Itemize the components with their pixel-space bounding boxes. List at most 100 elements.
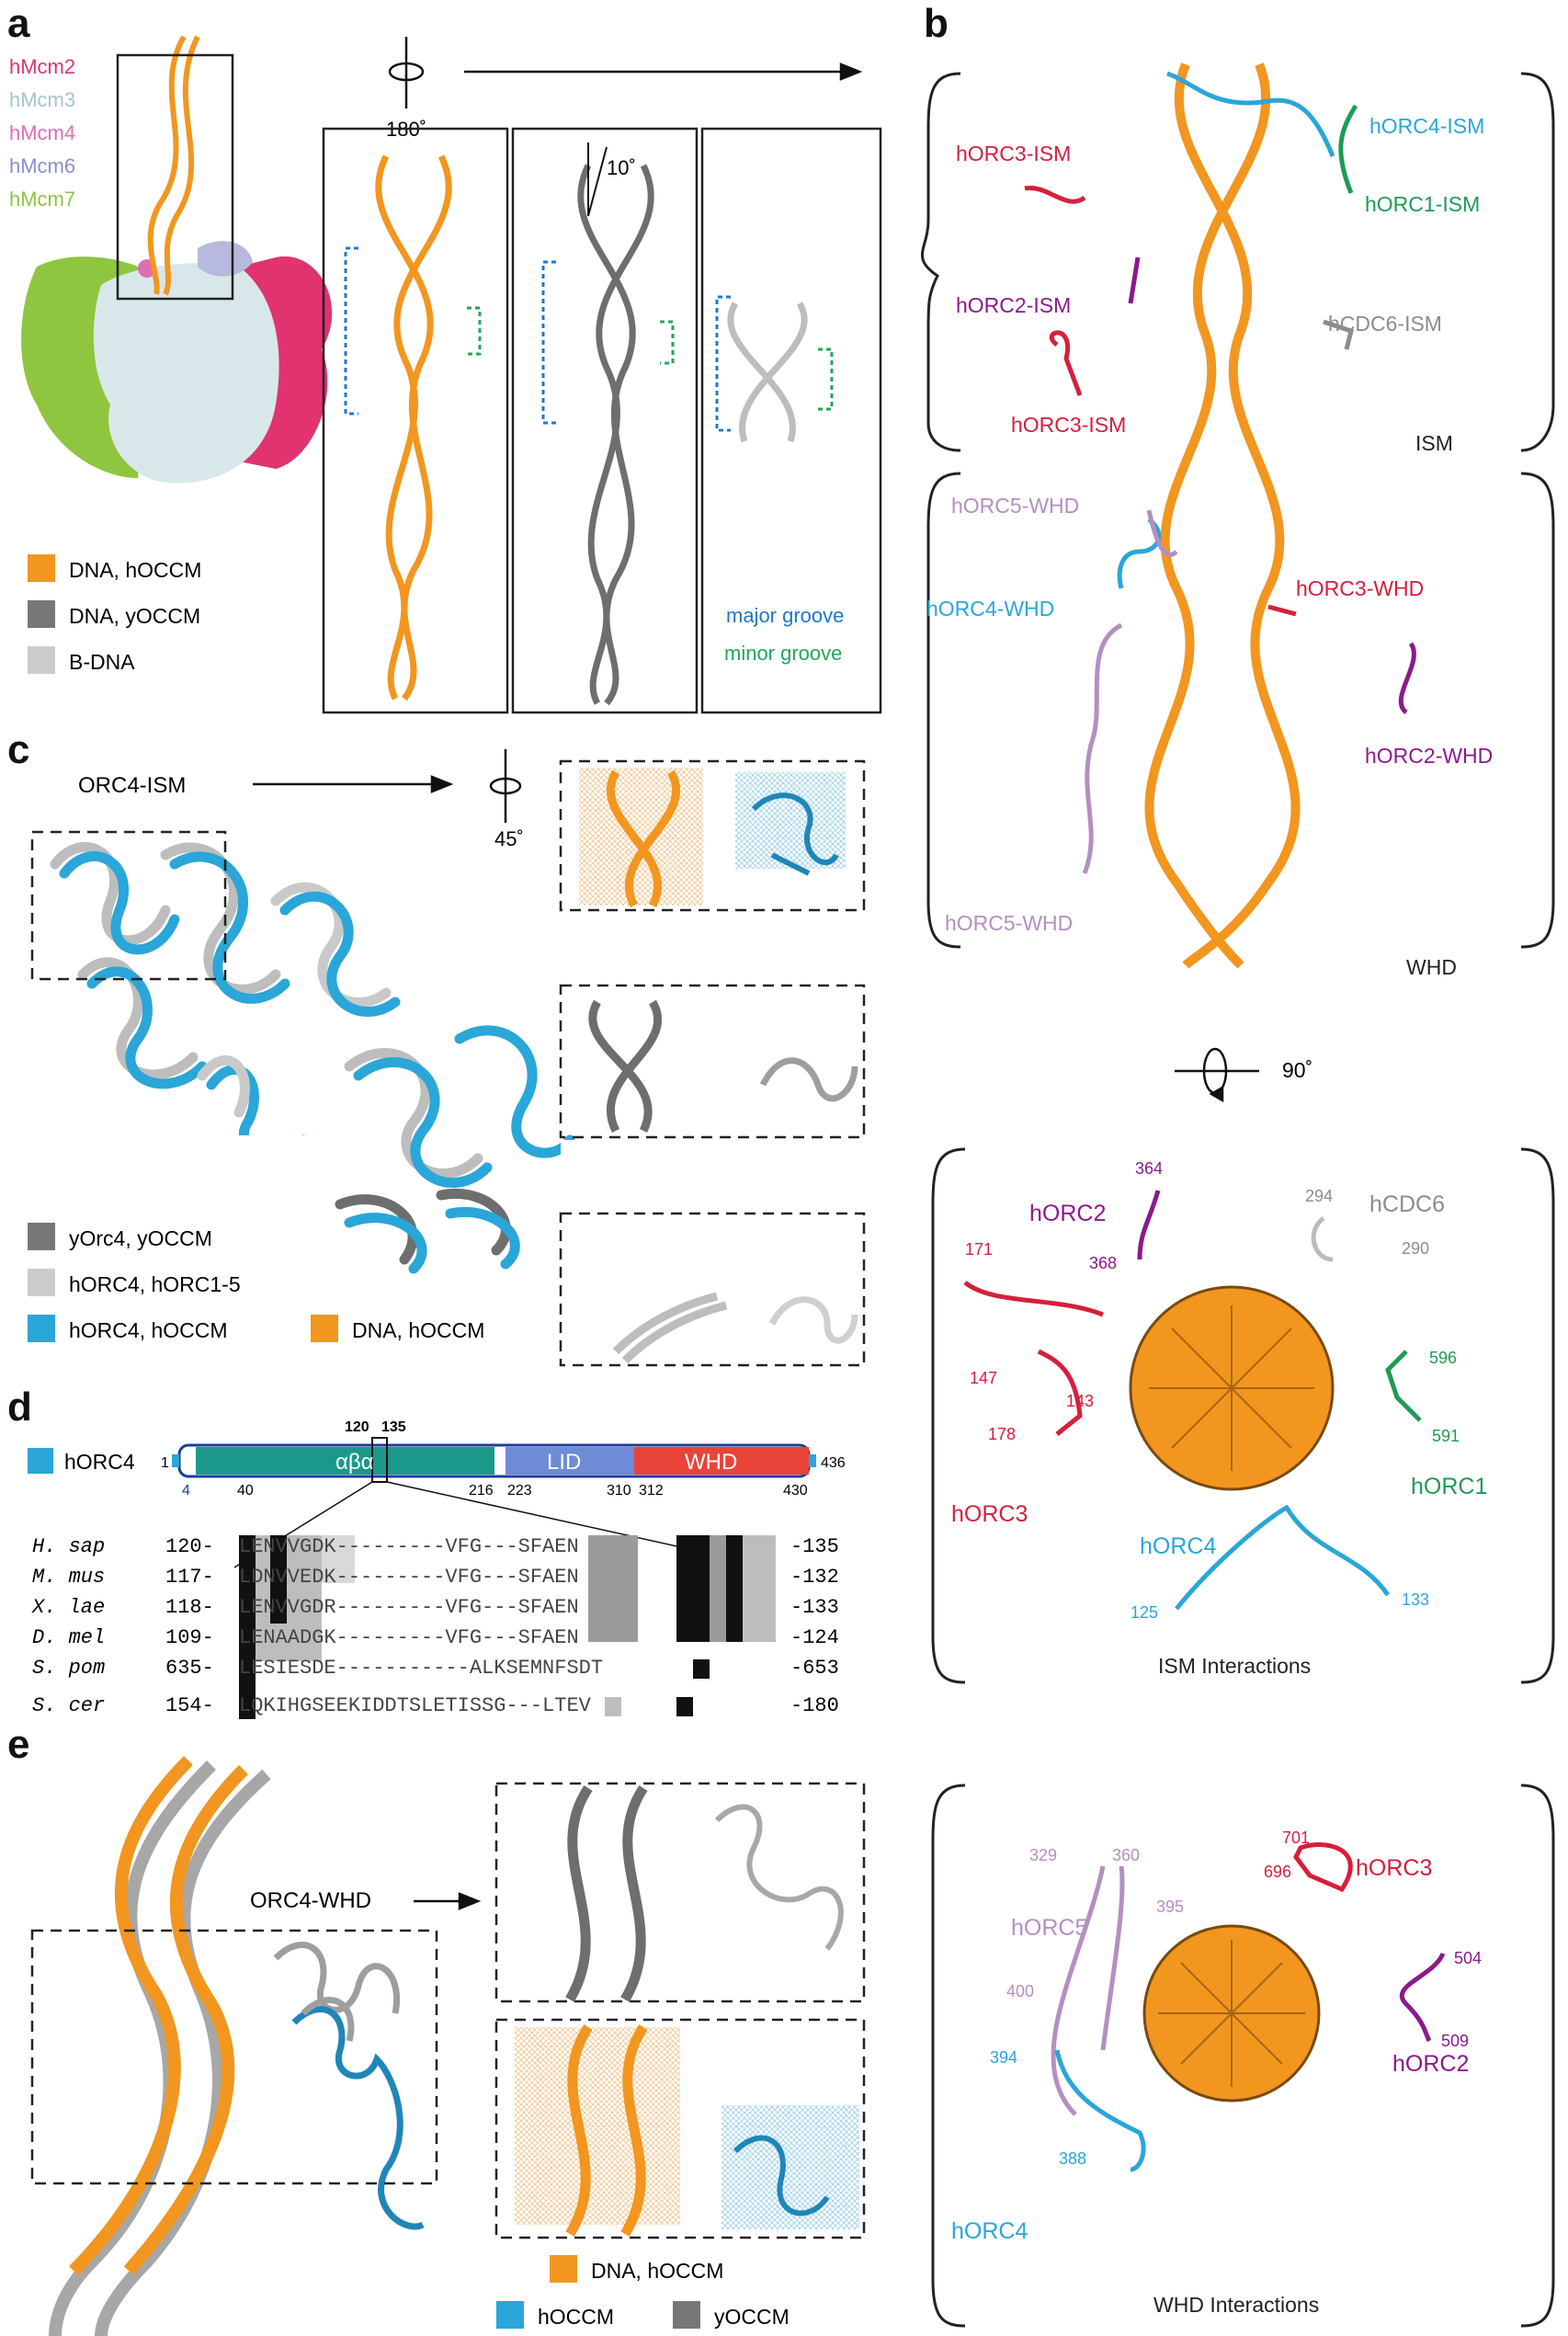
c-zoom-yoccm-content [588,999,858,1134]
sequence: LENVVGDK---------VFG---SFAEN [239,1535,579,1558]
legend-hmcm3: hMcm3 [9,88,75,111]
res-294: 294 [1305,1187,1333,1205]
panel-letter-c: c [7,727,29,772]
alignment-row: D. mel 109- LENAADGK---------VFG---SFAEN… [32,1626,839,1649]
ruler-40: 40 [237,1483,254,1498]
sequence: LQKIHGSEEKIDDTSLETISSG---LTEV [239,1694,592,1717]
alignment-row: M. mus 117- LDNVVEDK---------VFG---SFAEN… [32,1566,839,1589]
ruler-start: 1 [161,1455,169,1471]
res-290: 290 [1402,1239,1429,1258]
legend-horc4-hoccm: hORC4, hOCCM [69,1318,228,1342]
sequence: LENAADGK---------VFG---SFAEN [239,1626,579,1649]
panel-c-legend: yOrc4, yOCCM hORC4, hORC1-5 hORC4, hOCCM… [28,1223,484,1342]
legend-yoccm: yOCCM [714,2305,790,2329]
panel-letter-d: d [7,1385,32,1430]
legend-swatch-horc4-horc1-5 [28,1269,55,1296]
res-504: 504 [1454,1949,1482,1967]
species-name: S. cer [32,1694,105,1717]
whd-labels: hORC5-WHD hORC4-WHD hORC5-WHD hORC3-WHD … [926,494,1493,979]
label-ism-bracket: ISM [1415,431,1453,455]
label-horc2-ism: hORC2-ISM [956,293,1071,317]
label-horc3-ism-top: hORC3-ISM [956,142,1071,165]
c-zoom-hoccm [559,759,866,912]
whd-peptides [1082,509,1416,874]
legend-hmcm6: hMcm6 [9,154,75,177]
ruler-216: 216 [469,1483,494,1498]
minor-groove-label: minor groove [724,642,842,665]
legend-swatch-dna-yoccm [28,600,55,628]
ism-cross-section [1129,1285,1335,1491]
whd-interaction-peptides [1051,1841,1446,2172]
zoom-box-a [116,53,234,301]
tilt-label: 10˚ [607,156,636,179]
groove-brackets [344,246,834,432]
whd-interactions-title: WHD Interactions [1153,2293,1319,2317]
species-name: X. lae [31,1596,105,1619]
dna-helix-yoccm [577,164,654,706]
end-position: -180 [790,1694,839,1717]
legend-dna-hoccm: DNA, hOCCM [69,558,201,582]
end-position: -132 [790,1566,839,1589]
e-zoom-hoccm-content [515,2023,859,2237]
start-position: 118- [165,1596,214,1619]
e-zoom-yoccm-content [565,1784,844,2002]
brackets-b [921,72,1555,949]
legend-hmcm4: hMcm4 [9,121,75,144]
res-395: 395 [1156,1897,1184,1916]
res-701: 701 [1282,1829,1310,1847]
end-position: -133 [790,1596,839,1619]
legend-dna-hoccm-c: DNA, hOCCM [352,1318,484,1342]
whd-interactions-brackets [931,1783,1555,2328]
ism-interaction-peptides [963,1190,1422,1611]
start-position: 117- [165,1566,214,1589]
label-horc4-whd: hORC4-WHD [926,597,1054,621]
end-position: -135 [790,1535,839,1558]
dna-helix-bdna [727,302,808,443]
label-hcdc6-ism: hCDC6-ISM [1328,312,1442,336]
species-name: D. mel [32,1626,105,1649]
end-position: -653 [790,1657,839,1680]
c-zoom-horc1-5 [559,1212,866,1367]
legend-bdna: B-DNA [69,650,135,674]
sequence: LDNVVEDK---------VFG---SFAEN [239,1566,579,1589]
legend-hoccm: hOCCM [538,2305,614,2329]
species-name: M. mus [32,1566,105,1589]
long-dna-helix [1144,63,1301,969]
ism-horc4: hORC4 [1140,1533,1216,1559]
ism-interactions-title: ISM Interactions [1158,1654,1311,1678]
ism-horc1: hORC1 [1411,1474,1487,1499]
e-zoom-hoccm [494,2018,866,2239]
whd-horc4: hORC4 [951,2218,1028,2244]
ruler-box-start: 120 [345,1419,369,1435]
alignment-row: X. lae 118- LENVVGDR---------VFG---SFAEN… [31,1596,839,1619]
sequence-alignment: H. sap 120- LENVVGDK---------VFG---SFAEN… [31,1535,839,1717]
ruler-box-end: 135 [381,1419,406,1435]
res-329: 329 [1029,1846,1057,1864]
res-394: 394 [990,2048,1017,2067]
panel-a-legend: DNA, hOCCM DNA, yOCCM B-DNA [28,554,201,674]
start-position: 120- [165,1535,214,1558]
orc4-whd-title: ORC4-WHD [250,1888,371,1913]
alignment-row: S. cer 154- LQKIHGSEEKIDDTSLETISSG---LTE… [32,1694,839,1717]
res-143: 143 [1066,1392,1094,1410]
alignment-row: H. sap 120- LENVVGDK---------VFG---SFAEN… [32,1535,839,1558]
res-178: 178 [988,1425,1016,1443]
ruler-223: 223 [507,1483,532,1498]
sequence: LENVVGDR---------VFG---SFAEN [239,1596,579,1619]
box-yoccm-dna [511,127,699,714]
alignment-row: S. pom 635- LESIESDE-----------ALKSEMNFS… [32,1657,839,1680]
ruler-end: 436 [821,1455,846,1471]
horc4-label: hORC4 [64,1450,135,1474]
box-bdna [700,127,882,714]
res-388: 388 [1059,2149,1086,2168]
legend-horc4-horc1-5: hORC4, hORC1-5 [69,1272,241,1296]
domain-ruler: 1 436 120 135 4 40 216 223 310 312 430 [161,1419,846,1498]
res-364: 364 [1135,1159,1163,1178]
legend-hmcm2: hMcm2 [9,55,75,78]
c-zoom-horc1-5-content [612,1292,858,1364]
orc4-whd-arrow [414,1892,482,1910]
box-hoccm-dna [322,127,509,714]
res-400: 400 [1006,1982,1034,2000]
ism-horc2: hORC2 [1029,1201,1106,1226]
